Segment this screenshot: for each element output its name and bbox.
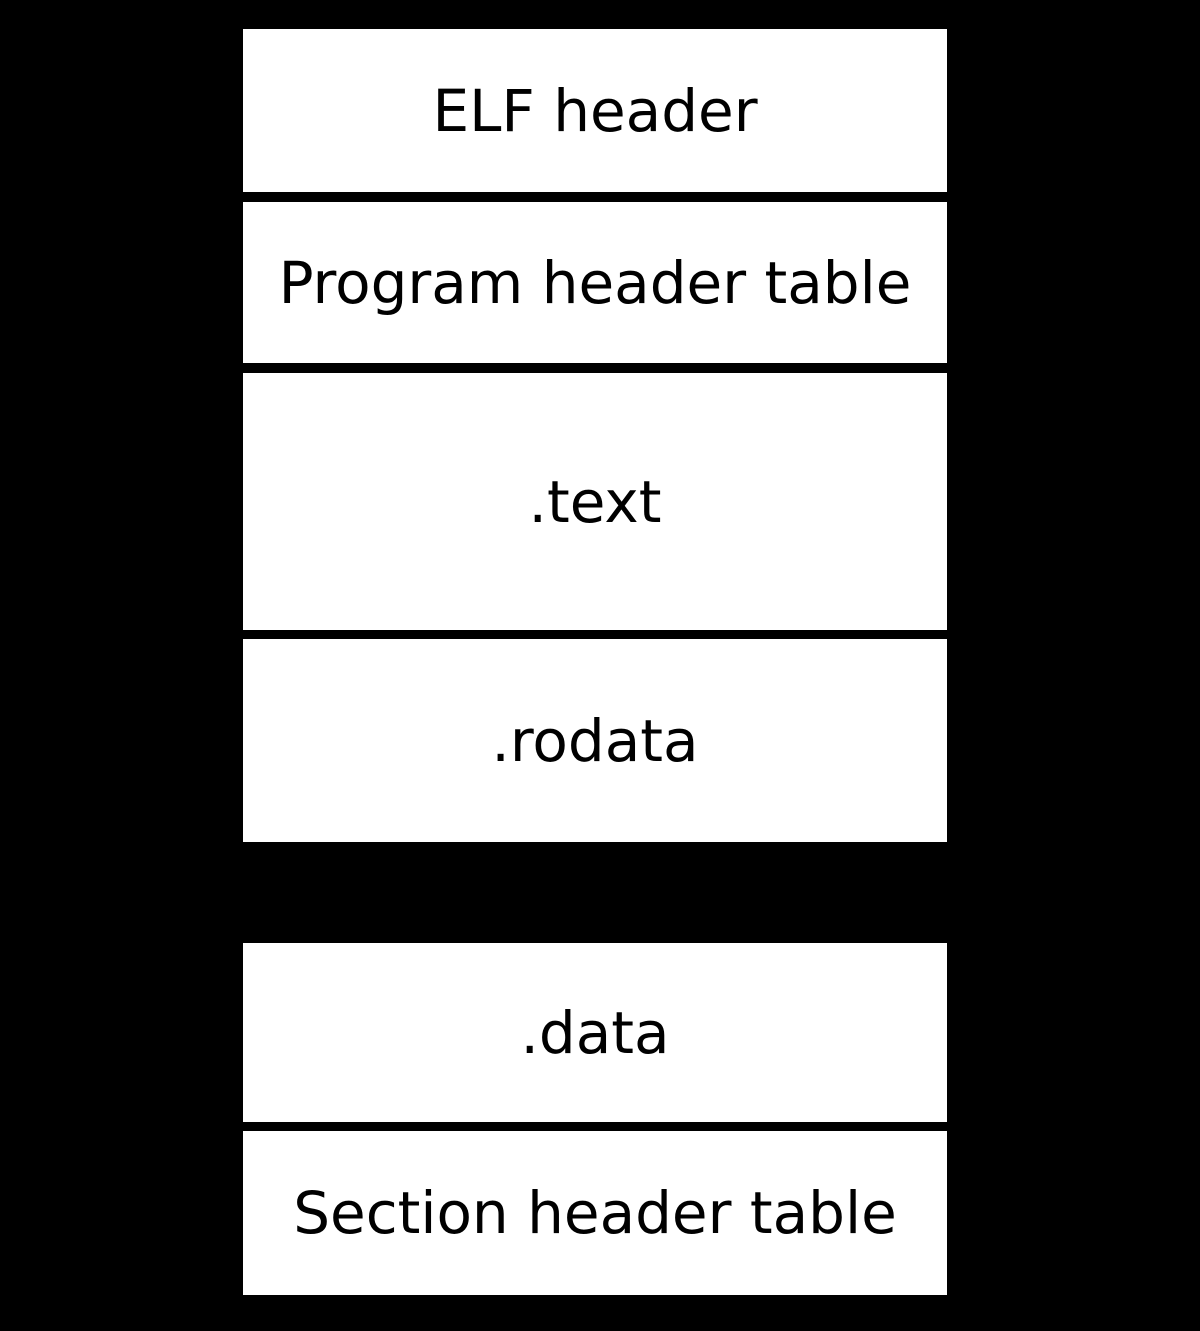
section-box-rodata: .rodata [243, 639, 947, 842]
section-box-program-header-table: Program header table [243, 202, 947, 363]
omitted-sections-gap [243, 842, 947, 943]
section-label-text: .text [528, 467, 662, 536]
section-box-text: .text [243, 373, 947, 630]
section-label-program-header-table: Program header table [278, 248, 912, 317]
section-box-elf-header: ELF header [243, 29, 947, 192]
section-box-data: .data [243, 943, 947, 1122]
section-box-section-header-table: Section header table [243, 1131, 947, 1295]
section-label-elf-header: ELF header [432, 76, 758, 145]
section-label-rodata: .rodata [491, 706, 699, 775]
section-label-data: .data [520, 998, 670, 1067]
section-label-section-header-table: Section header table [293, 1179, 897, 1247]
